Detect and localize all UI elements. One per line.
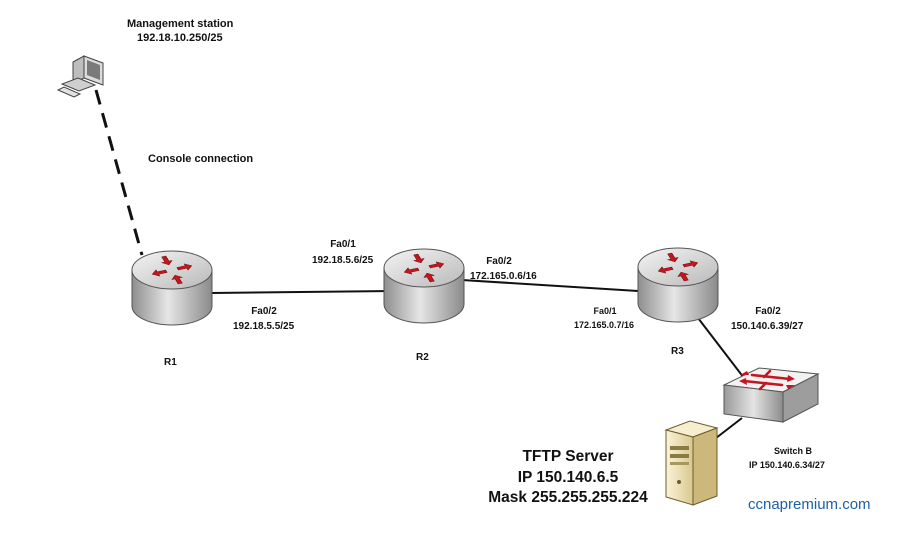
tftp-server-ip: IP 150.140.6.5 <box>517 468 619 486</box>
r2-ip-right: 172.165.0.6/16 <box>470 271 537 282</box>
r3-name: R3 <box>671 346 684 357</box>
tftp-server-title: TFTP Server <box>522 448 614 465</box>
computer-icon <box>56 55 104 98</box>
r2-port-right: Fa0/2 <box>486 256 512 267</box>
router-r1-icon <box>131 250 213 326</box>
r1-name: R1 <box>164 357 177 368</box>
link-r3-switch <box>697 317 745 379</box>
tftp-server-info: TFTP Server IP 150.140.6.5 Mask 255.255.… <box>480 447 656 509</box>
router-r3-icon <box>637 247 719 323</box>
management-station-title: Management station <box>127 18 234 30</box>
r3-ip-left: 172.165.0.7/16 <box>574 320 635 330</box>
server-icon <box>664 420 719 506</box>
switch-icon <box>722 367 820 423</box>
r1-ip: 192.18.5.5/25 <box>233 321 295 332</box>
link-r2-r3 <box>461 279 639 292</box>
r3-ip-right: 150.140.6.39/27 <box>731 321 804 332</box>
r3-port-left: Fa0/1 <box>593 306 617 316</box>
router-r2-icon <box>383 248 465 324</box>
r2-name: R2 <box>416 352 429 363</box>
r1-port: Fa0/2 <box>251 306 277 317</box>
watermark: ccnapremium.com <box>748 496 871 513</box>
r2-ip-left: 192.18.5.6/25 <box>312 255 374 266</box>
console-link <box>94 89 144 256</box>
link-r1-r2 <box>211 290 389 294</box>
switch-ip: IP 150.140.6.34/27 <box>749 460 825 470</box>
r2-port-left: Fa0/1 <box>330 239 356 250</box>
switch-name: Switch B <box>773 446 812 456</box>
tftp-server-mask: Mask 255.255.255.224 <box>488 489 648 507</box>
r3-port-right: Fa0/2 <box>755 306 781 317</box>
management-station-ip: 192.18.10.250/25 <box>137 32 223 44</box>
console-connection-label: Console connection <box>148 153 254 165</box>
